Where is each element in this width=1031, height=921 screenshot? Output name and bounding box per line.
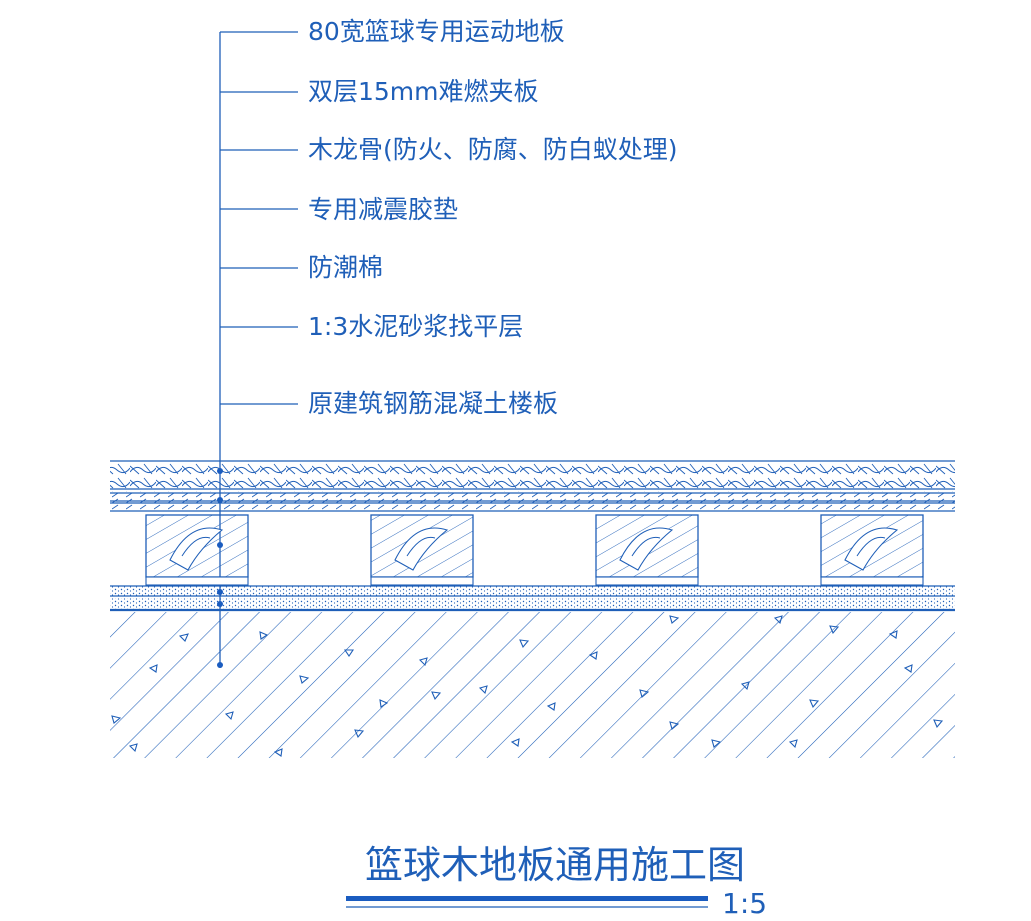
label-mortar-screed: 1:3水泥砂浆找平层 [308,312,523,341]
label-wood-joist: 木龙骨(防火、防腐、防白蚁处理) [308,135,678,164]
wood-joist [370,514,474,586]
sports-floor-layer [110,461,955,489]
drawing-scale: 1:5 [722,887,767,920]
label-concrete-slab: 原建筑钢筋混凝土楼板 [308,389,558,418]
wood-joist [820,514,924,586]
concrete-slab-layer [110,612,955,758]
floor-section [110,460,955,758]
label-shock-pad: 专用减震胶垫 [308,195,458,224]
aggregate-marks [111,615,944,757]
layer-labels: 80宽篮球专用运动地板 双层15mm难燃夹板 木龙骨(防火、防腐、防白蚁处理) … [308,17,678,418]
label-plywood: 双层15mm难燃夹板 [308,77,539,106]
label-moisture-barrier: 防潮棉 [308,253,383,282]
label-sports-floor: 80宽篮球专用运动地板 [308,17,565,46]
wood-joists [145,514,924,586]
title-underline-thick [346,896,708,901]
moisture-barrier-layer [110,586,955,596]
wood-joist [145,514,249,586]
mortar-screed-layer [110,598,955,609]
drawing-title: 篮球木地板通用施工图 [365,843,745,887]
wood-joist [595,514,699,586]
